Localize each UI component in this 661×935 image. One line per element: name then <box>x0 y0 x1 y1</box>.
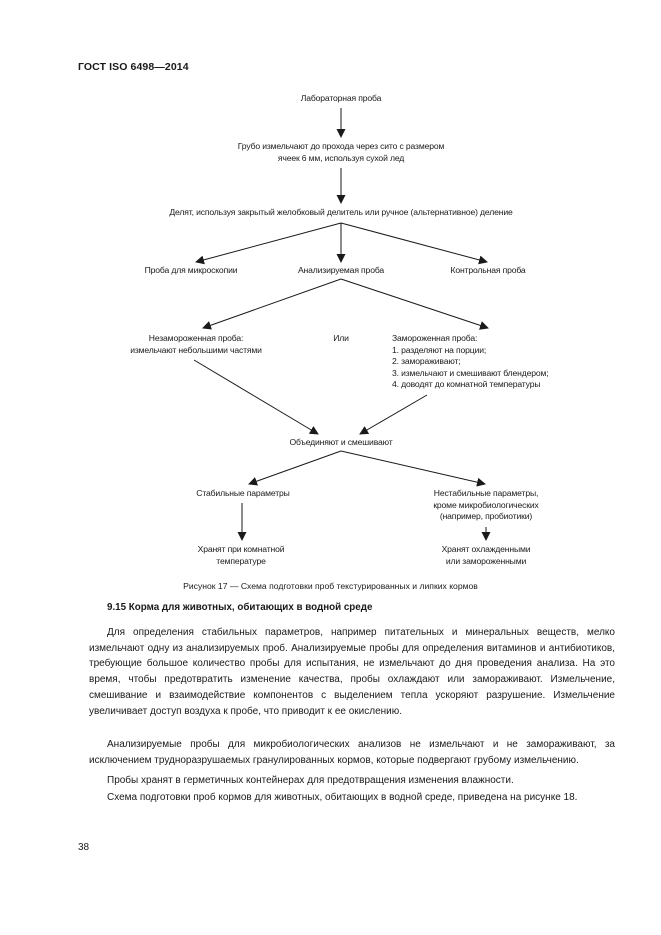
arrow-frozen-to-combine <box>359 394 428 435</box>
document-header: ГОСТ ISO 6498—2014 <box>78 61 189 73</box>
arrow-analyzed-to-unfrozen <box>202 278 342 330</box>
figure-caption: Рисунок 17 — Схема подготовки проб текст… <box>183 581 478 591</box>
node-unstable-params: Нестабильные параметры, кроме микробиоло… <box>406 488 566 523</box>
arrow-combine-to-stable <box>248 450 342 486</box>
node-control-sample: Контрольная проба <box>450 265 526 275</box>
paragraph-1: Для определения стабильных параметров, н… <box>89 627 615 717</box>
node-lab-sample: Лабораторная проба <box>300 93 382 103</box>
node-coarse-grind-line-2: ячеек 6 мм, используя сухой лед <box>277 152 405 163</box>
node-frozen-line-5: 4. доводят до комнатной температуры <box>392 379 541 389</box>
node-store-room-line-2: температуре <box>216 555 266 566</box>
arrow-combine-to-unstable <box>340 450 486 487</box>
node-divide: Делят, используя закрытый желобковый дел… <box>169 207 513 217</box>
node-frozen-line-2: 1. разделяют на порции; <box>392 344 487 355</box>
arrow-unfrozen-to-combine <box>193 359 319 435</box>
node-store-cold-line-2: или замороженными <box>445 555 527 566</box>
section-title: 9.15 Корма для животных, обитающих в вод… <box>107 602 373 613</box>
node-combine: Объединяют и смешивают <box>289 437 393 447</box>
node-store-room-line-1: Хранят при комнатной <box>197 544 285 554</box>
paragraph-4: Схема подготовки проб кормов для животны… <box>107 792 578 803</box>
node-frozen-line-4: 3. измельчают и смешивают блендером; <box>392 367 549 378</box>
node-or: Или <box>333 333 349 343</box>
node-store-cold-line-1: Хранят охлажденными <box>441 544 531 554</box>
node-frozen-line-3: 2. замораживают; <box>392 356 461 366</box>
arrow-divide-to-control <box>340 222 488 265</box>
node-microscopy-sample: Проба для микроскопии <box>144 265 238 275</box>
node-analyzed-sample: Анализируемая проба <box>297 265 385 275</box>
node-stable-params: Стабильные параметры <box>196 488 290 498</box>
arrow-divide-to-microscopy <box>195 222 342 265</box>
node-unstable-line-2: кроме микробиологических <box>433 499 539 510</box>
node-store-cold: Хранят охлажденными или замороженными <box>411 544 561 567</box>
paragraph-3: Пробы хранят в герметичных контейнерах д… <box>107 775 514 786</box>
node-frozen-line-1: Замороженная проба: <box>392 333 478 343</box>
node-unfrozen-line-2: измельчают небольшими частями <box>130 344 262 355</box>
page-number: 38 <box>78 842 90 853</box>
node-coarse-grind: Грубо измельчают до прохода через сито с… <box>191 141 491 164</box>
paragraph-2: Анализируемые пробы для микробиологическ… <box>89 739 615 766</box>
node-unstable-line-1: Нестабильные параметры, <box>433 488 539 498</box>
node-unfrozen-line-1: Незамороженная проба: <box>148 333 244 343</box>
arrow-analyzed-to-frozen <box>340 278 489 330</box>
node-frozen-sample: Замороженная проба: 1. разделяют на порц… <box>392 333 549 391</box>
node-unstable-line-3: (например, пробиотики) <box>439 511 533 521</box>
node-coarse-grind-line-1: Грубо измельчают до прохода через сито с… <box>237 141 445 151</box>
node-store-room-temp: Хранят при комнатной температуре <box>166 544 316 567</box>
node-unfrozen-sample: Незамороженная проба: измельчают небольш… <box>96 333 296 356</box>
